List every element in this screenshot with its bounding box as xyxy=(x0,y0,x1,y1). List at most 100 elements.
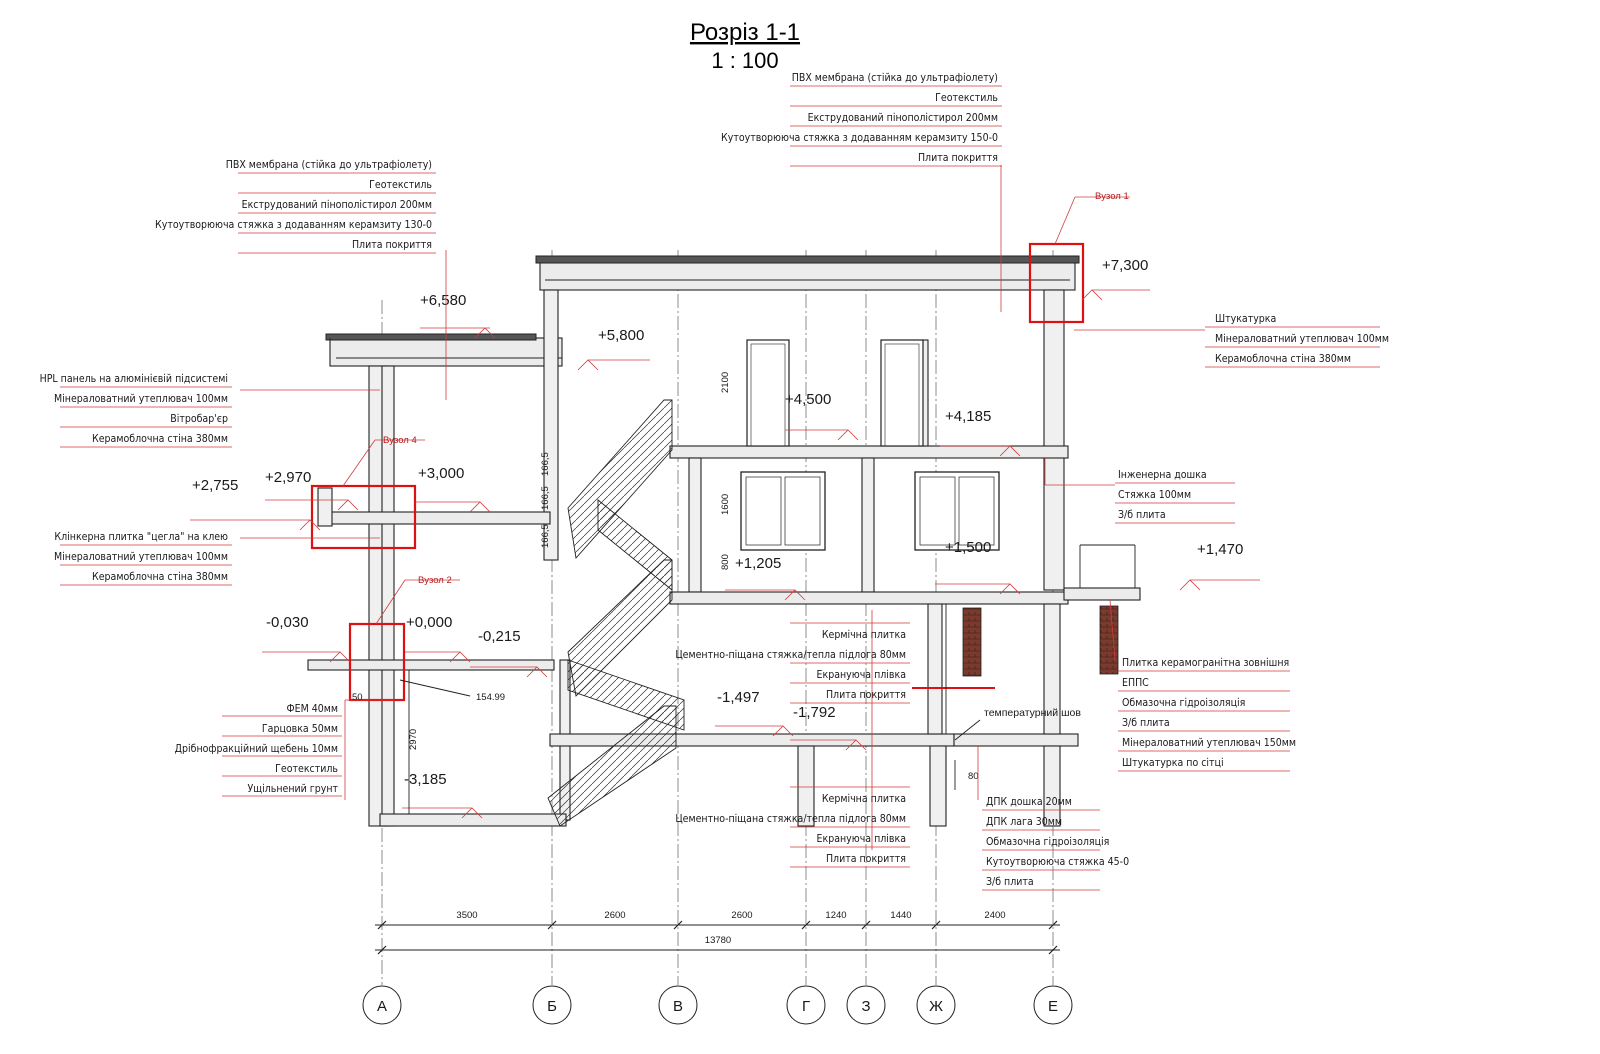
callout-floor-upper: Кермічна плитка Цементно-піщана стяжка/т… xyxy=(675,622,910,704)
wall-axis-b xyxy=(543,289,559,561)
callout-floor-lower: Кермічна плитка Цементно-піщана стяжка/т… xyxy=(675,786,910,868)
wall-hpl-layer-3: Вітробар'єр xyxy=(170,413,228,425)
level-marks: +7,300 +6,580 +5,800 +4,500 +4,185 +3,00… xyxy=(190,257,1260,819)
level-6580: +6,580 xyxy=(420,292,466,309)
dim-154-99: 154.99 xyxy=(476,692,505,703)
slab-0000 xyxy=(307,659,555,671)
level-3000: +3,000 xyxy=(418,465,464,482)
level-5800: +5,800 xyxy=(598,327,644,344)
node-2-label: Вузол 2 xyxy=(418,575,452,586)
floor-ground-layer-4: Геотекстиль xyxy=(275,763,338,775)
floor-board-layer-2: Стяжка 100мм xyxy=(1118,489,1191,501)
callout-roof-low: ПВХ мембрана (стійка до ультрафіолету) Г… xyxy=(155,159,436,254)
span-zh-e: 2400 xyxy=(984,910,1005,921)
small-dimensions: 2100 1600 800 166,5 166,5 166,5 2970 50 … xyxy=(352,372,979,814)
span-b-v: 2600 xyxy=(604,910,625,921)
level-1500: +1,500 xyxy=(945,539,991,556)
floor-upper-layer-3: Екрануюча плівка xyxy=(817,669,906,681)
wall-clinker-layer-1: Клінкерна плитка "цегла" на клею xyxy=(54,531,228,543)
axis-label-b: Б xyxy=(547,998,557,1015)
roof-low-layer-3: Екструдований пінополістирол 200мм xyxy=(242,199,432,211)
dim-2100: 2100 xyxy=(720,372,731,393)
level-2970: +2,970 xyxy=(265,469,311,486)
dimension-chain: 3500 2600 2600 1240 1440 2400 13780 xyxy=(375,910,1060,955)
building-section xyxy=(307,255,1141,827)
wall-clinker-layer-3: Керамоблочна стіна 380мм xyxy=(92,571,228,583)
dim-1665-c: 166,5 xyxy=(540,524,551,548)
level-1470: +1,470 xyxy=(1197,541,1243,558)
floor-upper-layer-1: Кермічна плитка xyxy=(822,629,906,641)
floor-ground-layer-1: ФЕМ 40мм xyxy=(286,703,338,715)
level-1205: +1,205 xyxy=(735,555,781,572)
high-roof-slab xyxy=(539,259,1076,291)
level-m3185: -3,185 xyxy=(404,771,447,788)
floor-lower-layer-2: Цементно-піщана стяжка/тепла підлога 80м… xyxy=(675,813,906,825)
level-7300: +7,300 xyxy=(1102,257,1148,274)
span-a-b: 3500 xyxy=(456,910,477,921)
temperature-joint-label: температурний шов xyxy=(984,707,1081,719)
dim-2970: 2970 xyxy=(408,729,419,750)
slab-1497 xyxy=(549,733,955,747)
level-0000: +0,000 xyxy=(406,614,452,631)
floor-upper-layer-2: Цементно-піщана стяжка/тепла підлога 80м… xyxy=(675,649,906,661)
axis-label-v: В xyxy=(673,998,683,1015)
dim-1665-a: 166,5 xyxy=(540,452,551,476)
callout-leaders xyxy=(240,165,1205,850)
terrace-slab xyxy=(1063,587,1141,601)
roof-low-layer-4: Кутоутворююча стяжка з додаванням керамз… xyxy=(155,219,432,231)
level-m0030: -0,030 xyxy=(266,614,309,631)
drawing-title: Розріз 1-1 xyxy=(690,19,800,46)
terrace-layer-2: ЕППС xyxy=(1122,677,1149,689)
drawing-scale: 1 : 100 xyxy=(711,48,778,73)
roof-high-layer-4: Кутоутворююча стяжка з додаванням керамз… xyxy=(721,132,998,144)
dim-1665-b: 166,5 xyxy=(540,486,551,510)
wall-clinker-layer-2: Мінераловатний утеплювач 100мм xyxy=(54,551,228,563)
floor-lower-layer-4: Плита покриття xyxy=(826,853,906,865)
floor-board-layer-3: З/б плита xyxy=(1118,509,1166,521)
node-4-label: Вузол 4 xyxy=(383,435,417,446)
axis-label-e: Е xyxy=(1048,998,1058,1015)
dim-50: 50 xyxy=(352,692,363,703)
roof-low-layer-1: ПВХ мембрана (стійка до ультрафіолету) xyxy=(226,159,432,171)
floor-board-layer-1: Інженерна дошка xyxy=(1118,469,1207,481)
span-g-z: 1240 xyxy=(825,910,846,921)
node-1-frame xyxy=(1028,242,1085,324)
level-m1792: -1,792 xyxy=(793,704,836,721)
wall-hpl-layer-4: Керамоблочна стіна 380мм xyxy=(92,433,228,445)
dim-80: 80 xyxy=(968,771,979,782)
span-v-g: 2600 xyxy=(731,910,752,921)
terrace-layer-6: Штукатурка по сітці xyxy=(1122,757,1224,769)
terrace-layer-1: Плитка керамогранітна зовнішня xyxy=(1122,657,1289,669)
roof-high-layer-5: Плита покриття xyxy=(918,152,998,164)
dim-800: 800 xyxy=(720,554,731,570)
roof-low-layer-5: Плита покриття xyxy=(352,239,432,251)
axis-label-z: З xyxy=(861,998,870,1015)
level-2755: +2,755 xyxy=(192,477,238,494)
floor-ground-layer-2: Гарцовка 50мм xyxy=(262,723,338,735)
level-m0215: -0,215 xyxy=(478,628,521,645)
callout-wall-clinker: Клінкерна плитка "цегла" на клею Мінерал… xyxy=(54,531,232,586)
callout-wall-plaster: Штукатурка Мінераловатний утеплювач 100м… xyxy=(1205,313,1389,368)
wall-plaster-layer-2: Мінераловатний утеплювач 100мм xyxy=(1215,333,1389,345)
level-4185: +4,185 xyxy=(945,408,991,425)
deck-layer-1: ДПК дошка 20мм xyxy=(986,796,1072,808)
span-z-zh: 1440 xyxy=(890,910,911,921)
slab-3185 xyxy=(379,813,567,827)
level-4500: +4,500 xyxy=(785,391,831,408)
terrace-layer-3: Обмазочна гідроізоляція xyxy=(1122,697,1245,709)
deck-layer-5: З/б плита xyxy=(986,876,1034,888)
dim-1600: 1600 xyxy=(720,494,731,515)
axis-label-zh: Ж xyxy=(929,998,943,1015)
level-m1497: -1,497 xyxy=(717,689,760,706)
deck-layer-3: Обмазочна гідроізоляція xyxy=(986,836,1109,848)
slab-1500 xyxy=(669,591,1069,605)
floor-ground-layer-3: Дрібнофракційний щебень 10мм xyxy=(175,743,338,755)
floor-ground-layer-5: Ущільнений грунт xyxy=(247,783,338,795)
floor-upper-layer-4: Плита покриття xyxy=(826,689,906,701)
floor-lower-layer-1: Кермічна плитка xyxy=(822,793,906,805)
wall-hpl-layer-2: Мінераловатний утеплювач 100мм xyxy=(54,393,228,405)
roof-high-layer-1: ПВХ мембрана (стійка до ультрафіолету) xyxy=(792,72,998,84)
axis-label-a: А xyxy=(377,998,387,1015)
roof-high-layer-3: Екструдований пінополістирол 200мм xyxy=(808,112,998,124)
terrace-layer-4: З/б плита xyxy=(1122,717,1170,729)
